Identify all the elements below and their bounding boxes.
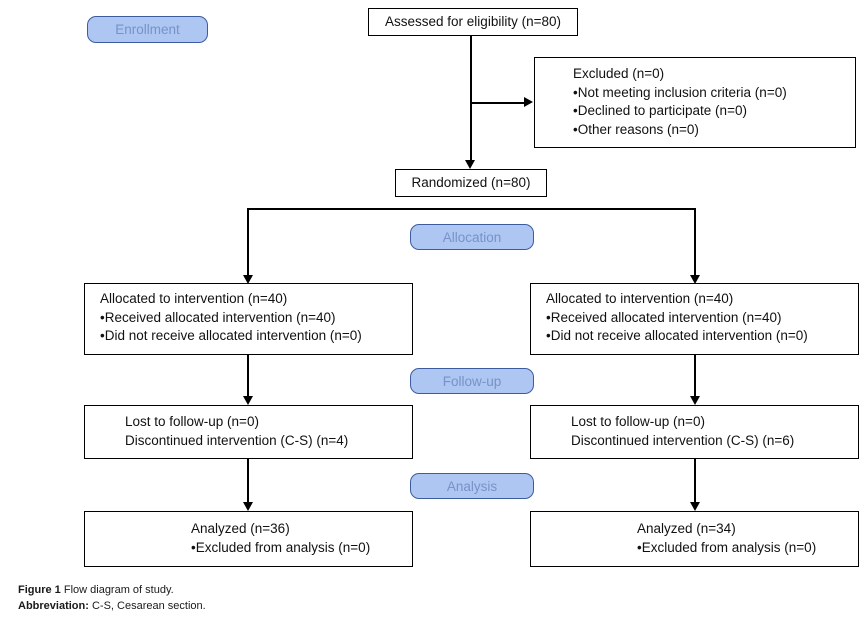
connector-followup-analysis-left	[247, 459, 249, 503]
analysis-left-title: Analyzed (n=36)	[191, 521, 290, 536]
connector-branch-right	[694, 208, 696, 275]
abbreviation-label: Abbreviation:	[18, 600, 89, 612]
connector-assessed-excluded	[470, 102, 524, 104]
allocation-left-box: Allocated to intervention (n=40) Receive…	[84, 283, 413, 355]
followup-right-box: Lost to follow-up (n=0) Discontinued int…	[530, 405, 859, 459]
figure-caption: Figure 1 Flow diagram of study. Abbrevia…	[18, 582, 206, 614]
excluded-box: Excluded (n=0) Not meeting inclusion cri…	[534, 57, 856, 148]
arrowhead-into-followup-right	[690, 396, 700, 405]
stage-label-followup-text: Follow-up	[442, 373, 502, 389]
analysis-left-bullet: Excluded from analysis (n=0)	[191, 539, 404, 558]
connector-followup-analysis-right	[694, 459, 696, 503]
stage-label-analysis-text: Analysis	[446, 478, 498, 494]
branch-line	[247, 208, 695, 210]
excluded-bullet: Other reasons (n=0)	[573, 121, 847, 140]
followup-right-line: Lost to follow-up (n=0)	[571, 414, 705, 429]
connector-allocation-followup-right	[694, 355, 696, 397]
arrowhead-into-allocation-right	[690, 275, 700, 284]
followup-left-line: Lost to follow-up (n=0)	[125, 414, 259, 429]
analysis-right-bullet: Excluded from analysis (n=0)	[637, 539, 850, 558]
followup-right-line: Discontinued intervention (C-S) (n=6)	[571, 432, 795, 448]
allocation-right-box: Allocated to intervention (n=40) Receive…	[530, 283, 859, 355]
allocation-right-bullet: Did not receive allocated intervention (…	[546, 327, 850, 346]
excluded-title: Excluded (n=0)	[573, 66, 665, 81]
stage-label-allocation-text: Allocation	[442, 229, 502, 245]
stage-label-followup: Follow-up	[410, 368, 534, 394]
allocation-left-bullet: Did not receive allocated intervention (…	[100, 327, 404, 346]
allocation-right-title: Allocated to intervention (n=40)	[546, 291, 734, 306]
figure-caption-line1: Figure 1 Flow diagram of study.	[18, 582, 206, 598]
connector-allocation-followup-left	[247, 355, 249, 397]
arrowhead-into-allocation-left	[243, 275, 253, 284]
abbreviation-text: C-S, Cesarean section.	[88, 600, 206, 612]
analysis-left-box: Analyzed (n=36) Excluded from analysis (…	[84, 511, 413, 567]
followup-left-box: Lost to follow-up (n=0) Discontinued int…	[84, 405, 413, 459]
excluded-bullet: Not meeting inclusion criteria (n=0)	[573, 84, 847, 103]
excluded-bullet: Declined to participate (n=0)	[573, 102, 847, 121]
stage-label-allocation: Allocation	[410, 224, 534, 250]
arrowhead-into-randomized	[465, 160, 475, 169]
figure-caption-line2: Abbreviation: C-S, Cesarean section.	[18, 598, 206, 614]
stage-label-enrollment: Enrollment	[87, 16, 208, 43]
randomized-title: Randomized (n=80)	[411, 174, 531, 190]
arrowhead-into-excluded	[524, 97, 533, 107]
figure-label: Figure 1	[18, 584, 61, 596]
allocation-left-bullet: Received allocated intervention (n=40)	[100, 309, 404, 328]
allocation-right-bullet: Received allocated intervention (n=40)	[546, 309, 850, 328]
randomized-box: Randomized (n=80)	[395, 169, 547, 197]
arrowhead-into-analysis-right	[690, 502, 700, 511]
arrowhead-into-followup-left	[243, 396, 253, 405]
figure-text: Flow diagram of study.	[60, 584, 174, 596]
stage-label-enrollment-text: Enrollment	[115, 22, 180, 37]
arrowhead-into-analysis-left	[243, 502, 253, 511]
analysis-right-box: Analyzed (n=34) Excluded from analysis (…	[530, 511, 859, 567]
connector-branch-left	[247, 208, 249, 275]
assessed-title: Assessed for eligibility (n=80)	[385, 13, 561, 29]
followup-left-line: Discontinued intervention (C-S) (n=4)	[125, 432, 349, 448]
allocation-left-title: Allocated to intervention (n=40)	[100, 291, 288, 306]
assessed-box: Assessed for eligibility (n=80)	[368, 8, 578, 36]
analysis-right-title: Analyzed (n=34)	[637, 521, 736, 536]
stage-label-analysis: Analysis	[410, 473, 534, 499]
connector-assessed-randomized	[470, 36, 472, 160]
